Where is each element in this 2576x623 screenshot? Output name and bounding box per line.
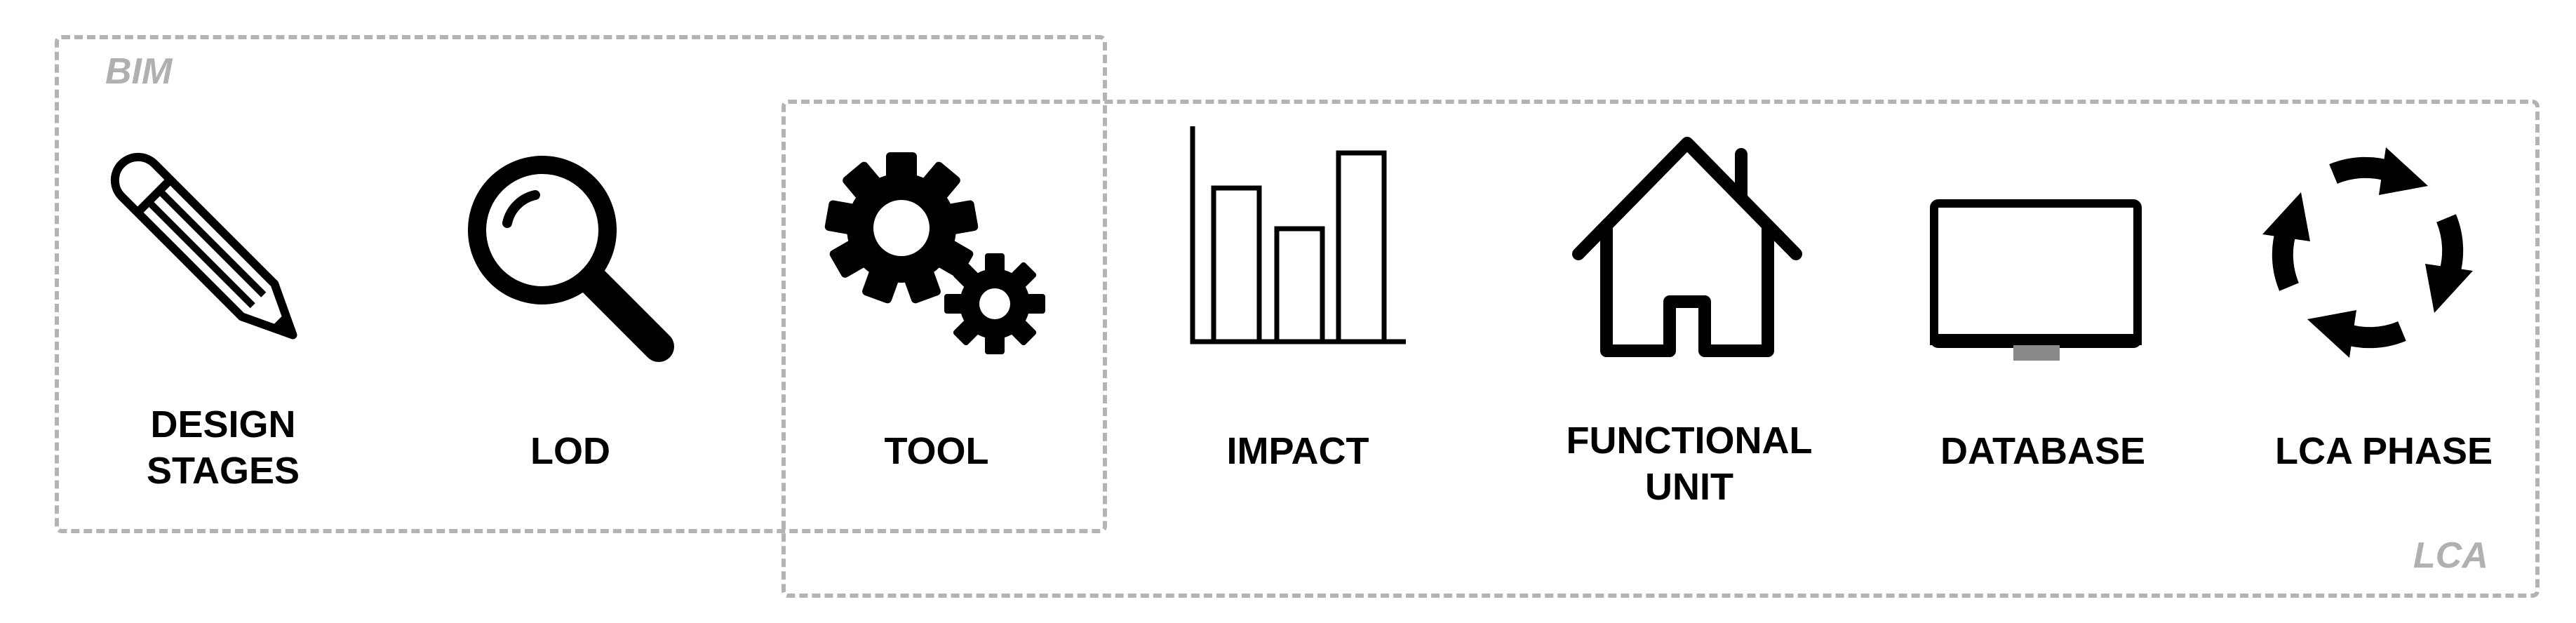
pencil-icon bbox=[110, 152, 297, 340]
item-label-impact: IMPACT bbox=[1226, 430, 1369, 472]
gears-icon bbox=[824, 152, 1045, 354]
bar-chart-icon bbox=[1190, 126, 1406, 344]
magnifier-icon bbox=[468, 156, 674, 362]
item-label-tool: TOOL bbox=[884, 430, 989, 472]
lca-group-label: LCA bbox=[2413, 535, 2488, 576]
item-label-lod: LOD bbox=[530, 430, 610, 472]
bim-group-label: BIM bbox=[105, 51, 173, 92]
item-label-database: DATABASE bbox=[1940, 430, 2145, 472]
bim-group-box bbox=[55, 35, 1107, 533]
monitor-icon bbox=[1930, 199, 2142, 361]
item-label-design-stages: DESIGN STAGES bbox=[146, 403, 300, 492]
house-icon bbox=[1572, 137, 1802, 357]
item-label-functional-unit: FUNCTIONAL UNIT bbox=[1566, 420, 1813, 508]
lca-group-box bbox=[781, 100, 2540, 598]
cycle-arrows-icon bbox=[2262, 147, 2473, 358]
item-label-lca-phase: LCA PHASE bbox=[2274, 430, 2493, 472]
